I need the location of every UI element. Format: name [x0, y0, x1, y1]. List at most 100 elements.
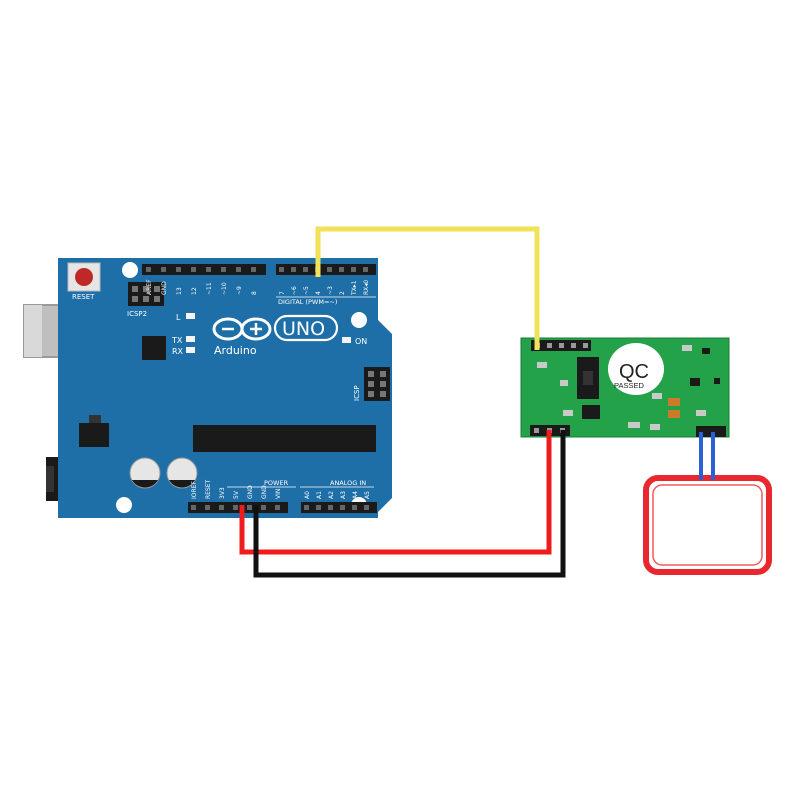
capacitor-1 [129, 457, 161, 489]
module-top-header [531, 340, 591, 351]
header-pin [221, 267, 226, 272]
usb-chip [142, 336, 166, 360]
arduino-brand: Arduino [214, 344, 257, 357]
header-pin [340, 505, 345, 510]
header-pin [206, 267, 211, 272]
wire-red-5v [239, 430, 552, 555]
header-pin [275, 505, 280, 510]
icsp2-header [128, 282, 164, 306]
power-pin-label: RESET [205, 479, 212, 499]
header-pin [251, 267, 256, 272]
antenna-coil [643, 475, 772, 575]
digital-pin-label: 8 [251, 291, 258, 295]
header-pin [176, 267, 181, 272]
digital-label: DIGITAL (PWM=~) [278, 298, 337, 306]
passed-label: PASSED [614, 381, 644, 390]
capacitor-2 [166, 457, 198, 489]
led-rx [186, 347, 195, 353]
header-pin [233, 505, 238, 510]
digital-pin-label: ~10 [221, 282, 228, 295]
header-pin [146, 267, 151, 272]
analog-pin-label: A5 [364, 491, 371, 499]
header-pin [279, 267, 284, 272]
header-pin [161, 267, 166, 272]
header-pin [352, 505, 357, 510]
icsp-header [364, 367, 390, 401]
digital-pin-label: ~11 [206, 282, 213, 295]
reset-button[interactable] [67, 262, 101, 292]
led-l [186, 313, 195, 319]
qc-label: QC [619, 361, 649, 383]
wire-yellow-data [315, 226, 540, 350]
header-pin [261, 505, 266, 510]
arduino-infinity-logo [212, 317, 272, 341]
header-pin [351, 267, 356, 272]
header-pin [303, 267, 308, 272]
header-pin [205, 505, 210, 510]
power-pin-label: 3V3 [219, 487, 226, 499]
uno-badge [273, 314, 339, 342]
module-components [537, 345, 720, 430]
analog-pin-label: A0 [304, 491, 311, 499]
digital-pin-label: TX▸1 [351, 280, 358, 296]
digital-pin-label: 7 [279, 291, 286, 295]
atmega-chip [193, 425, 376, 452]
header-pin [219, 505, 224, 510]
digital-header-right [276, 264, 376, 275]
icsp-label: ICSP [353, 385, 361, 401]
analog-pin-label: A3 [340, 491, 347, 499]
wire-blue-antenna [699, 432, 715, 480]
power-pin-label: 5V [233, 490, 240, 499]
digital-pin-label: ~6 [291, 286, 298, 295]
power-label: POWER [264, 479, 289, 487]
power-pin-label: VIN [275, 489, 282, 499]
rfid-reader-module: QC PASSED [520, 337, 730, 438]
digital-pin-label: RX◂0 [363, 280, 370, 295]
voltage-regulator [79, 415, 109, 447]
analog-pin-label: A1 [316, 491, 323, 499]
header-pin [191, 505, 196, 510]
analog-pin-label: A4 [352, 491, 359, 499]
header-pin [328, 505, 333, 510]
digital-pin-label: ~9 [236, 286, 243, 295]
led-on [342, 337, 351, 343]
led-tx [186, 336, 195, 342]
header-pin [327, 267, 332, 272]
analog-label: ANALOG IN [330, 479, 366, 487]
header-pin [191, 267, 196, 272]
header-pin [291, 267, 296, 272]
digital-pin-label: 12 [191, 287, 198, 295]
header-pin [247, 505, 252, 510]
digital-pin-label: 2 [339, 291, 346, 295]
analog-header [301, 502, 377, 513]
header-pin [339, 267, 344, 272]
led-rx-label: RX [172, 347, 184, 356]
header-pin [304, 505, 309, 510]
qc-passed-sticker: QC PASSED [608, 343, 664, 395]
uno-text: UNO [282, 318, 325, 340]
digital-pin-label: ~5 [303, 286, 310, 295]
led-on-label: ON [355, 337, 367, 346]
digital-pin-label: AREF [146, 279, 153, 295]
arduino-pcb [58, 258, 392, 518]
power-pin-label: GND [247, 485, 254, 499]
power-header [188, 502, 288, 513]
digital-pin-label: 13 [176, 287, 183, 295]
analog-pin-label: A2 [328, 491, 335, 499]
icsp2-label: ICSP2 [127, 310, 147, 318]
digital-header-left [142, 264, 266, 275]
wire-black-gnd [253, 430, 566, 578]
led-l-label: L [176, 313, 181, 322]
header-pin [363, 267, 368, 272]
header-pin [236, 267, 241, 272]
module-antenna-header [696, 426, 726, 437]
digital-pin-label: ~3 [327, 286, 334, 295]
power-pin-label: GND [261, 485, 268, 499]
digital-pin-label: 4 [315, 291, 322, 295]
power-pin-label: IOREF [191, 481, 198, 499]
digital-pin-label: GND [161, 281, 168, 295]
reset-label: RESET [72, 293, 95, 301]
led-tx-label: TX [171, 336, 183, 345]
